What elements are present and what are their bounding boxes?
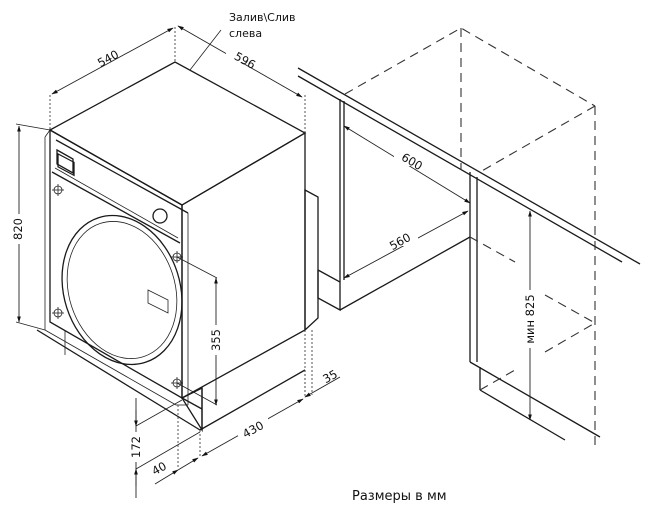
dim-label-172: 172	[129, 436, 143, 458]
mount-screw-icon	[52, 307, 64, 319]
mount-screw-icon	[52, 184, 64, 196]
annotation-line1: Залив\Слив	[229, 11, 296, 24]
machine-front-face	[49, 128, 183, 400]
dimension-rear-35	[304, 376, 341, 398]
dimension-plinth-depth-430	[201, 370, 306, 457]
door-inner	[66, 221, 178, 359]
plinth	[181, 386, 203, 433]
rear-hose-panel	[304, 188, 319, 332]
niche-cabinet	[297, 27, 641, 445]
machine-side-face	[181, 131, 306, 400]
units-caption: Размеры в мм	[352, 489, 447, 504]
dim-label-820: 820	[11, 218, 25, 240]
annotation-leader	[189, 29, 222, 71]
dimension-offset-40	[154, 405, 201, 485]
dimension-plinth-172	[134, 398, 201, 498]
dim-label-min-825: мин 825	[523, 294, 537, 343]
dim-label-355: 355	[209, 329, 223, 351]
dimension-depth-540	[49, 27, 176, 130]
program-knob	[152, 208, 168, 224]
dim-label-540: 540	[95, 47, 121, 70]
upper-cabinet-outline	[344, 27, 596, 107]
door-handle	[147, 289, 169, 314]
display-window	[56, 148, 74, 175]
dim-label-35: 35	[320, 367, 340, 386]
dim-label-40: 40	[149, 459, 169, 478]
annotation-line2: слева	[229, 27, 262, 40]
dimension-width-596	[177, 25, 306, 133]
display-window	[57, 152, 75, 177]
machine-top-face	[48, 61, 307, 206]
washing-machine	[36, 61, 319, 433]
door-outer	[61, 214, 183, 366]
